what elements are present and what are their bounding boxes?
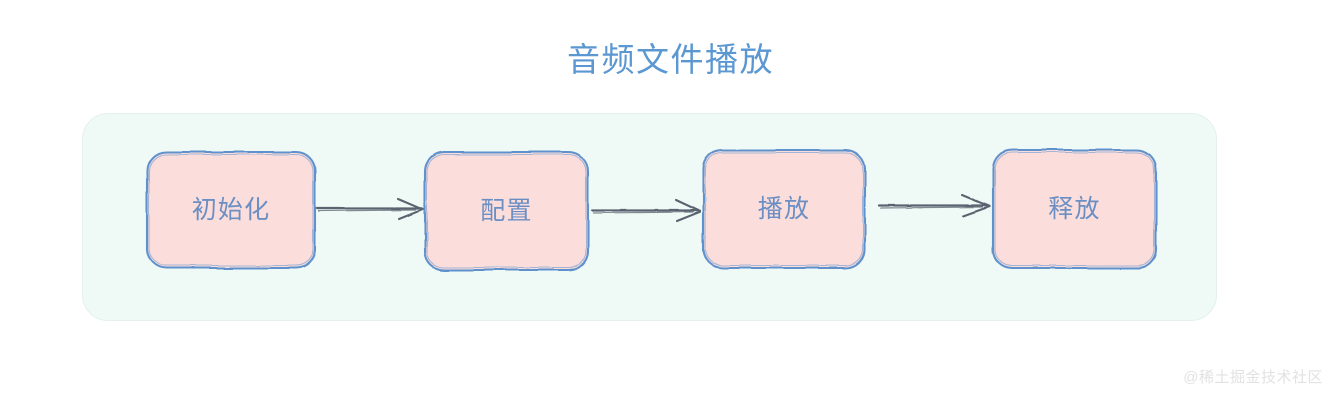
flow-node-release-label: 释放: [1048, 195, 1101, 223]
flow-node-config-hitarea[interactable]: [425, 152, 588, 270]
flow-node-config-label: 配置: [480, 197, 533, 225]
flow-node-init-label: 初始化: [191, 196, 271, 224]
flow-node-play-label: 播放: [757, 195, 811, 223]
flow-node-init-hitarea[interactable]: [147, 152, 315, 268]
flow-node-release-hitarea[interactable]: [993, 150, 1156, 268]
watermark: @稀土掘金技术社区: [1183, 369, 1323, 386]
page-title: 音频文件播放: [567, 41, 774, 78]
flow-node-play-hitarea[interactable]: [703, 150, 865, 268]
